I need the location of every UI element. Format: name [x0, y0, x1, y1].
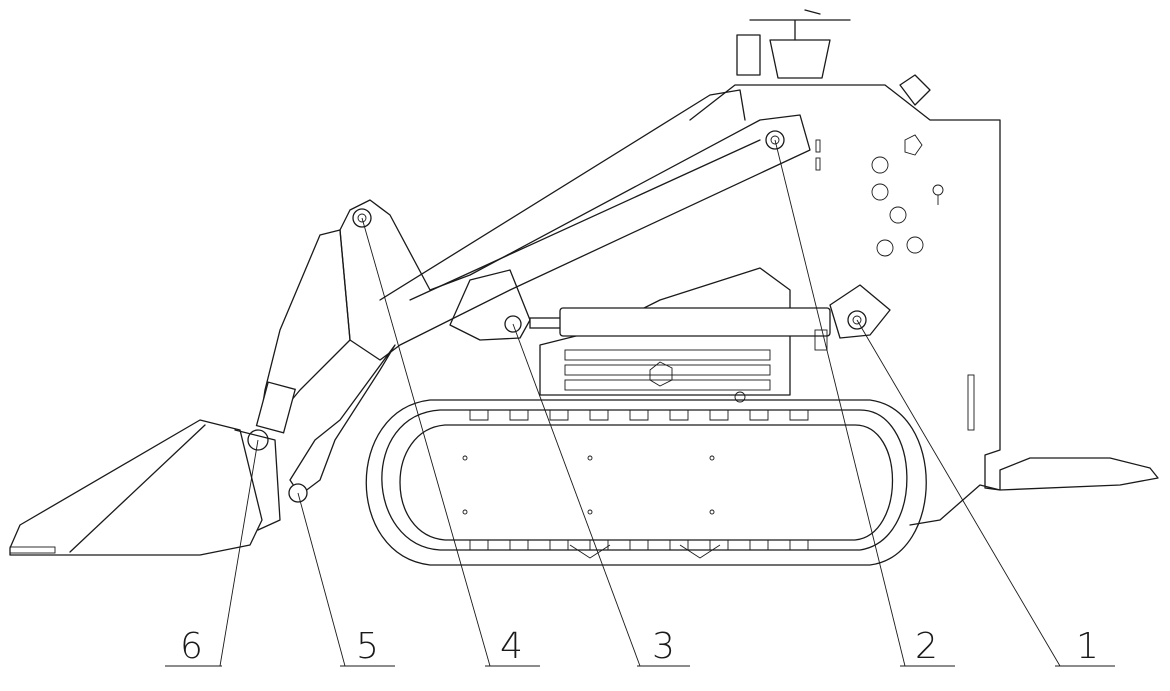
callout-6: 6	[180, 626, 203, 667]
callout-3: 3	[652, 626, 675, 667]
callout-leaders	[165, 139, 1115, 667]
callout-1: 1	[1076, 626, 1099, 667]
bucket-linkage	[247, 229, 396, 503]
lift-cylinder	[449, 269, 891, 351]
callout-4: 4	[500, 626, 523, 667]
crawler-track	[365, 399, 927, 566]
bucket	[9, 419, 281, 556]
lift-arm	[339, 89, 811, 361]
callout-2: 2	[915, 626, 938, 667]
callout-5: 5	[356, 626, 379, 667]
machine-body	[689, 9, 1159, 526]
